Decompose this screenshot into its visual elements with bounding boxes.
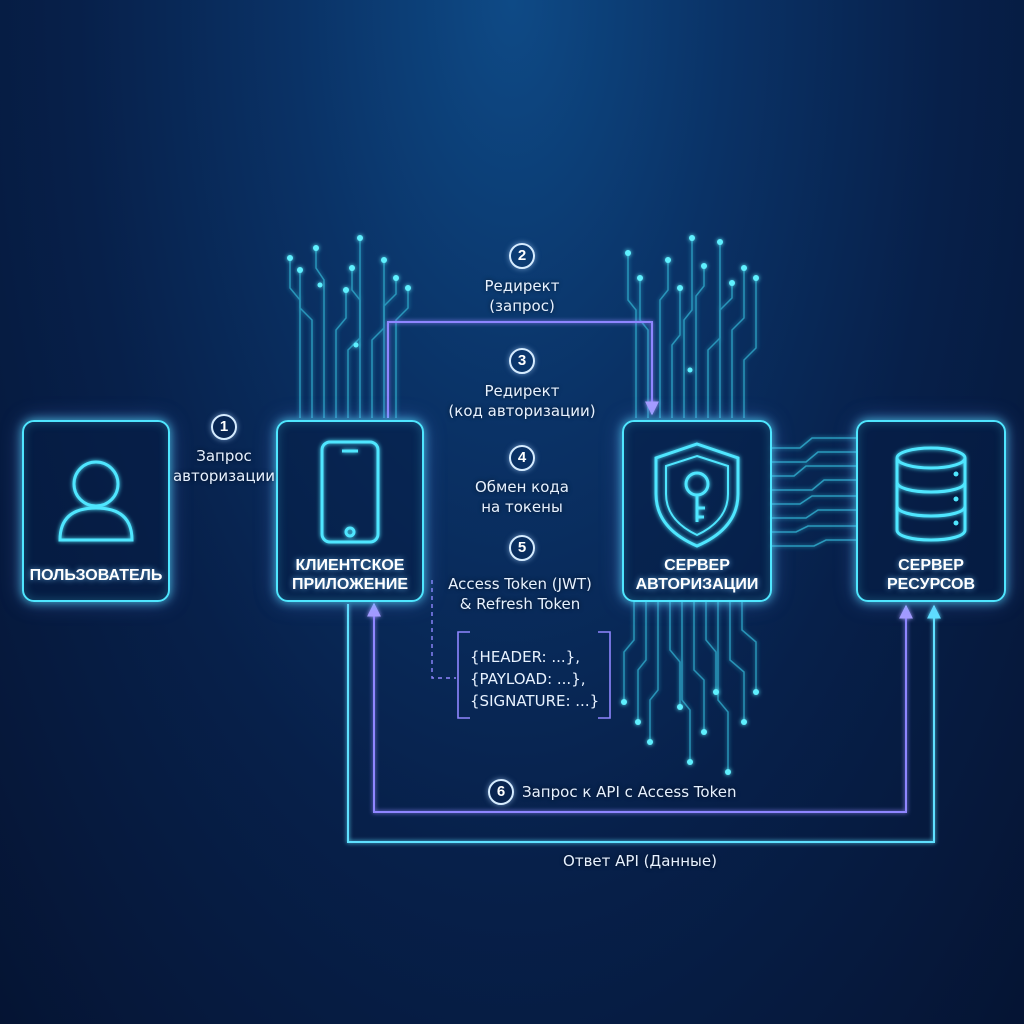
node-auth-server[interactable]: СЕРВЕР АВТОРИЗАЦИИ	[622, 420, 772, 602]
circuit-dots-auth-bottom	[621, 689, 759, 775]
step-2-label: Редирект (запрос)	[484, 277, 560, 315]
arrow-api-response	[347, 604, 941, 843]
jwt-payload: {PAYLOAD: ...},	[470, 670, 586, 688]
step-6-badge: 6	[488, 779, 514, 805]
step-2-badge: 2	[509, 243, 535, 269]
circuit-dots-client	[287, 235, 411, 348]
node-user[interactable]: ПОЛЬЗОВАТЕЛЬ	[22, 420, 170, 602]
step-4-label: Обмен кода на токены	[475, 478, 569, 516]
circuit-dots-auth-top	[625, 235, 759, 373]
node-client-app[interactable]: КЛИЕНТСКОЕ ПРИЛОЖЕНИЕ	[276, 420, 424, 602]
api-response-label: Ответ API (Данные)	[563, 852, 717, 870]
step-1-badge: 1	[211, 414, 237, 440]
step-5-label: Access Token (JWT) & Refresh Token	[448, 575, 592, 613]
jwt-signature: {SIGNATURE: ...}	[470, 692, 600, 710]
step-3-badge: 3	[509, 348, 535, 374]
node-resource-server[interactable]: СЕРВЕР РЕСУРСОВ	[856, 420, 1006, 602]
shield-key-icon	[654, 442, 740, 548]
smartphone-icon	[320, 440, 380, 544]
arrow-step-2	[387, 321, 659, 418]
node-auth-label: СЕРВЕР АВТОРИЗАЦИИ	[635, 557, 759, 593]
jwt-brackets	[457, 631, 611, 719]
circuit-traces-auth-top	[627, 240, 757, 418]
step-1-label: Запрос авторизации	[172, 447, 276, 485]
user-icon	[58, 460, 134, 542]
arrow-step-6	[367, 602, 913, 813]
node-user-label: ПОЛЬЗОВАТЕЛЬ	[29, 567, 163, 584]
step-4-badge: 4	[509, 445, 535, 471]
circuit-bus-auth-resource	[770, 437, 856, 547]
circuit-traces-auth-bottom	[623, 600, 757, 770]
jwt-header: {HEADER: ...},	[470, 648, 580, 666]
node-client-label: КЛИЕНТСКОЕ ПРИЛОЖЕНИЕ	[292, 557, 408, 593]
step-3-label: Редирект (код авторизации)	[448, 382, 596, 420]
step-5-badge: 5	[509, 535, 535, 561]
step-6-label: Запрос к API с Access Token	[522, 783, 737, 801]
node-resource-label: СЕРВЕР РЕСУРСОВ	[886, 557, 976, 593]
circuit-traces-client	[289, 240, 409, 418]
database-icon	[895, 446, 967, 542]
